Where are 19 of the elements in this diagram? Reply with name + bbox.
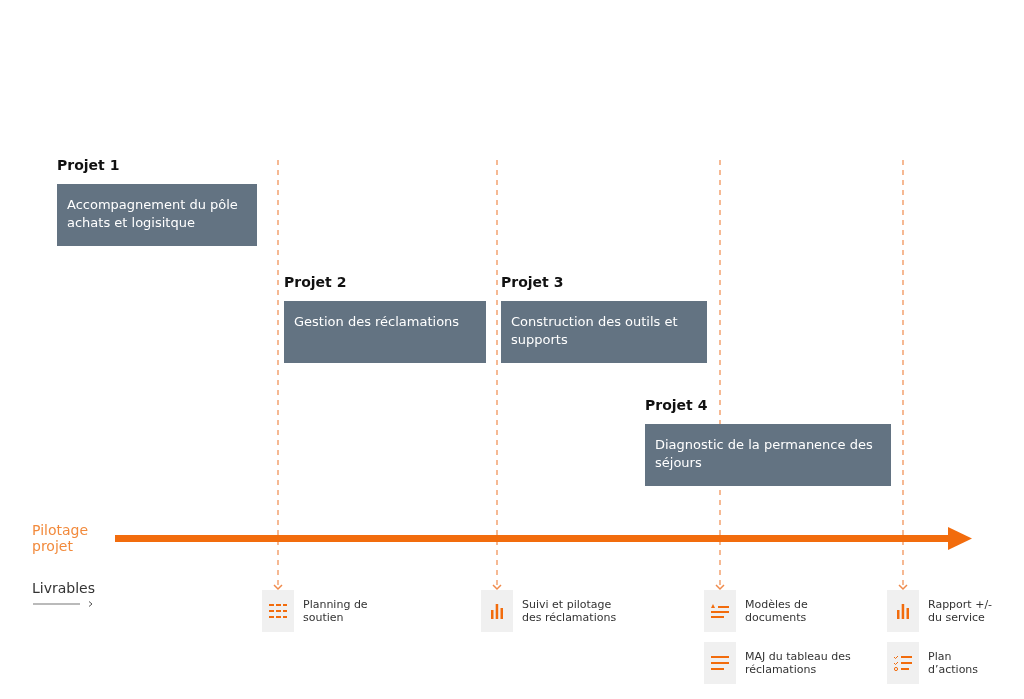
milestone-arrow bbox=[898, 159, 908, 590]
project-heading: Projet 1 bbox=[57, 157, 120, 173]
deliverable-text: Suivi et pilotage des réclamations bbox=[522, 598, 618, 624]
project-box: Construction des outils et supports bbox=[501, 301, 707, 363]
row-label: Livrables bbox=[32, 580, 95, 596]
deliverable-text: MAJ du tableau des réclamations bbox=[745, 650, 852, 676]
deliverable-text: Rapport +/- du service bbox=[928, 598, 994, 624]
deliverable-text: Plan d’actions bbox=[928, 650, 980, 676]
project-heading: Projet 2 bbox=[284, 274, 347, 290]
milestone-arrow bbox=[492, 159, 502, 590]
deliverable-text: Modèles de documents bbox=[745, 598, 809, 624]
axis-label: Pilotage projet bbox=[32, 522, 90, 554]
project-heading: Projet 4 bbox=[645, 397, 708, 413]
project-box: Accompagnement du pôle achats et logisitque bbox=[57, 184, 257, 246]
project-box: Gestion des réclamations bbox=[284, 301, 486, 363]
deliverable-text: Planning de soutien bbox=[303, 598, 369, 624]
project-heading: Projet 3 bbox=[501, 274, 564, 290]
project-box: Diagnostic de la permanence des séjours bbox=[645, 424, 891, 486]
milestone-arrow bbox=[273, 159, 283, 590]
